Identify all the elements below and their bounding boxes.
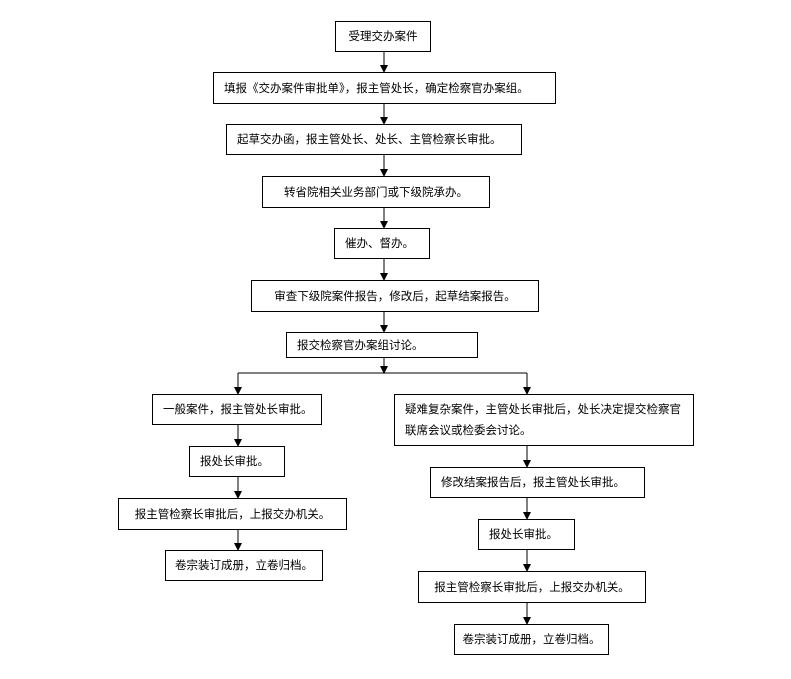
left-general-case-label: 一般案件，报主管处长审批。 bbox=[163, 402, 313, 416]
step-review-report: 审查下级院案件报告，修改后，起草结案报告。 bbox=[251, 280, 539, 312]
step-accept-case: 受理交办案件 bbox=[335, 21, 431, 52]
right-complex-case: 疑难复杂案件，主管处长审批后，处长决定提交检察官联席会议或检委会讨论。 bbox=[394, 394, 694, 446]
step-fill-approval-form-label: 填报《交办案件审批单》，报主管处长，确定检察官办案组。 bbox=[224, 80, 529, 95]
step-fill-approval-form: 填报《交办案件审批单》，报主管处长，确定检察官办案组。 bbox=[213, 72, 556, 104]
right-chief-approval: 报主管检察长审批后，上报交办机关。 bbox=[418, 571, 646, 603]
step-draft-letter-label: 起草交办函，报主管处长、处长、主管检察长审批。 bbox=[237, 132, 502, 146]
step-transfer: 转省院相关业务部门或下级院承办。 bbox=[262, 176, 490, 208]
left-general-case: 一般案件，报主管处长审批。 bbox=[152, 394, 322, 425]
step-draft-letter: 起草交办函，报主管处长、处长、主管检察长审批。 bbox=[226, 124, 522, 155]
right-archive-label: 卷宗装订成册，立卷归档。 bbox=[462, 632, 601, 646]
left-chief-approval: 报主管检察长审批后，上报交办机关。 bbox=[118, 498, 347, 530]
left-chief-approval-label: 报主管检察长审批后，上报交办机关。 bbox=[134, 506, 331, 521]
right-director-approval: 报处长审批。 bbox=[478, 519, 575, 550]
step-transfer-label: 转省院相关业务部门或下级院承办。 bbox=[284, 184, 468, 199]
right-chief-approval-label: 报主管检察长审批后，上报交办机关。 bbox=[434, 579, 630, 594]
step-urge-supervise: 催办、督办。 bbox=[334, 228, 430, 259]
step-group-discussion: 报交检察官办案组讨论。 bbox=[286, 332, 478, 358]
left-director-approval-label: 报处长审批。 bbox=[200, 454, 269, 468]
right-complex-case-label: 疑难复杂案件，主管处长审批后，处长决定提交检察官联席会议或检委会讨论。 bbox=[405, 402, 681, 437]
left-archive-label: 卷宗装订成册，立卷归档。 bbox=[175, 558, 313, 572]
right-archive: 卷宗装订成册，立卷归档。 bbox=[454, 624, 609, 655]
step-group-discussion-label: 报交检察官办案组讨论。 bbox=[297, 337, 424, 352]
left-archive: 卷宗装订成册，立卷归档。 bbox=[165, 550, 323, 581]
left-director-approval: 报处长审批。 bbox=[189, 446, 285, 477]
step-urge-supervise-label: 催办、督办。 bbox=[345, 236, 414, 250]
step-review-report-label: 审查下级院案件报告，修改后，起草结案报告。 bbox=[274, 288, 516, 303]
step-accept-case-label: 受理交办案件 bbox=[348, 29, 418, 43]
right-revise-report-label: 修改结案报告后，报主管处长审批。 bbox=[441, 475, 625, 489]
right-director-approval-label: 报处长审批。 bbox=[489, 527, 558, 541]
right-revise-report: 修改结案报告后，报主管处长审批。 bbox=[430, 467, 645, 498]
